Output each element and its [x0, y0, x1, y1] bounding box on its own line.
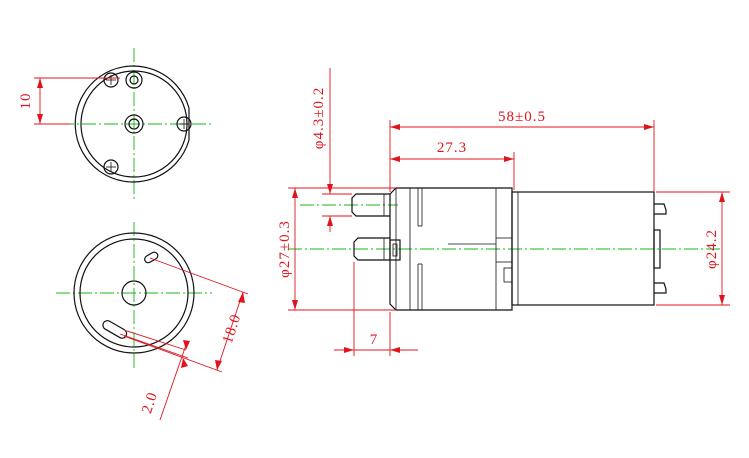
- terminal-top-right-inner: [129, 75, 139, 85]
- shaft-boss: [124, 114, 144, 134]
- dimension-port-length: 7: [334, 262, 418, 356]
- rear-end-view: 18.0 2.0: [56, 222, 249, 421]
- motor-can: [511, 191, 655, 306]
- dimension-label-offset: 10: [18, 93, 34, 110]
- valve-block: [389, 239, 401, 261]
- center-boss: [121, 280, 147, 306]
- dimension-label-overall-length: 58±0.5: [498, 109, 546, 125]
- slot-lower: [102, 320, 128, 339]
- side-tab: [503, 267, 513, 283]
- screw-right: [176, 116, 192, 132]
- dimension-label-motor-length: 27.3: [437, 140, 467, 156]
- terminal-top-right: [125, 71, 143, 89]
- slot-upper: [144, 251, 159, 264]
- dimension-motor-length: 27.3: [390, 140, 515, 190]
- pump-head-rim: [79, 238, 189, 348]
- dimension-label-slot-span: 18.0: [220, 312, 245, 346]
- dimension-label-port-diameter: φ4.3±0.2: [311, 87, 327, 149]
- screw-bottom: [103, 159, 119, 175]
- motor-end-boss: [653, 229, 661, 269]
- dimension-offset-10: 10: [18, 77, 120, 125]
- port-lower: [353, 237, 390, 261]
- dimension-pump-head-diameter: φ27±0.3: [277, 187, 396, 311]
- front-end-view: 10: [18, 48, 212, 200]
- side-view: 58±0.5 27.3 φ4.3±0.2 φ27±0.3: [277, 68, 730, 356]
- shaft-boss-inner: [128, 118, 140, 130]
- dimension-label-slot-width: 2.0: [139, 390, 161, 416]
- motor-housing-outline: [74, 65, 190, 183]
- dimension-overall-length: 58±0.5: [389, 109, 655, 192]
- dimension-slot-width-2: 2.0: [119, 329, 190, 421]
- terminal-upper: [654, 203, 667, 215]
- port-upper: [351, 193, 390, 217]
- dimension-motor-diameter: φ24.2: [656, 191, 730, 306]
- pump-head-outline: [73, 232, 195, 354]
- screw-top: [103, 72, 119, 88]
- dimension-port-diameter: φ4.3±0.2: [311, 68, 352, 232]
- dimension-label-pump-head-diameter: φ27±0.3: [277, 220, 293, 278]
- terminal-lower: [654, 282, 667, 294]
- dimension-label-port-length: 7: [370, 332, 379, 348]
- dimension-label-motor-diameter: φ24.2: [704, 229, 720, 269]
- dimension-slot-span-18: 18.0: [123, 257, 249, 373]
